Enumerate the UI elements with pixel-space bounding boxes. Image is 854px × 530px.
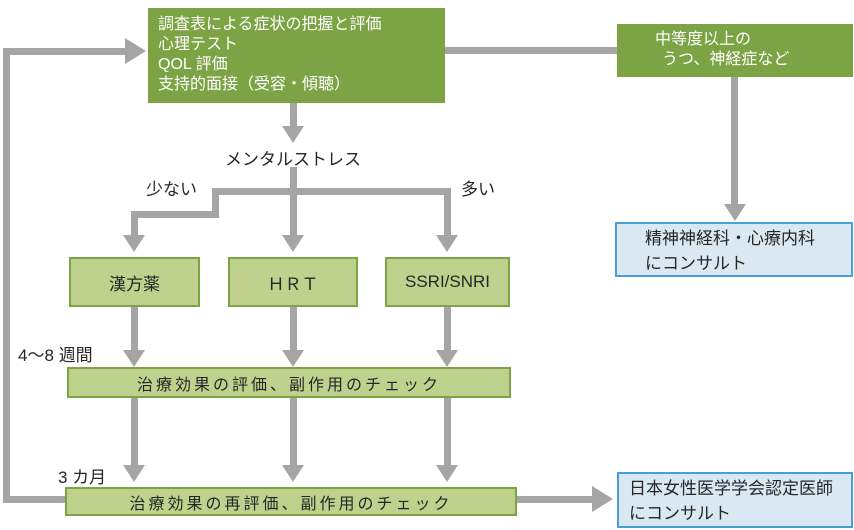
- certified-line-2: にコンサルト: [629, 504, 731, 523]
- assessment-line-3: QOL 評価: [158, 56, 228, 73]
- period-3-months-label: 3 カ月: [58, 468, 107, 487]
- arrow-kampo-to-eval-shaft: [131, 307, 138, 350]
- treatment-ssri-snri-label: SSRI/SNRI: [404, 272, 491, 291]
- arrow-eval-to-reeval-right-shaft: [444, 398, 451, 465]
- re-evaluation-box: 治療効果の再評価、副作用のチェック: [65, 487, 517, 516]
- branch-low-label: 少ない: [146, 180, 197, 199]
- branch-horizontal-main: [212, 188, 451, 195]
- mental-stress-label: メンタルストレス: [225, 150, 361, 169]
- branch-left-vertical-upper: [212, 188, 219, 218]
- assessment-box: 調査表による症状の把握と評価 心理テスト QOL 評価 支持的面接（受容・傾聴）: [148, 8, 445, 103]
- psychiatry-line-1: 精神神経科・心療内科: [645, 229, 815, 248]
- arrow-eval-to-reeval-center-shaft: [290, 398, 297, 465]
- evaluation-box: 治療効果の評価、副作用のチェック: [67, 367, 511, 398]
- treatment-hrt-label: ＨＲＴ: [267, 274, 319, 294]
- branch-center-vertical: [290, 167, 297, 235]
- arrow-moderate-to-psychiatry-head-icon: [724, 204, 746, 221]
- assessment-line-4: 支持的面接（受容・傾聴）: [158, 76, 351, 93]
- treatment-box-hrt: ＨＲＴ: [228, 257, 358, 307]
- psychiatry-consult-box: 精神神経科・心療内科 にコンサルト: [615, 222, 853, 277]
- moderate-line-1: 中等度以上の: [655, 31, 752, 48]
- arrow-eval-to-reeval-left-shaft: [131, 398, 138, 465]
- moderate-line-2: うつ、神経症など: [662, 51, 790, 68]
- certified-doctor-consult-box: 日本女性医学学会認定医師 にコンサルト: [617, 472, 853, 528]
- arrow-kampo-to-eval-head-icon: [123, 350, 145, 367]
- re-evaluation-box-label: 治療効果の再評価、副作用のチェック: [129, 495, 453, 513]
- assessment-line-1: 調査表による症状の把握と評価: [158, 16, 382, 33]
- branch-arrowhead-center-icon: [282, 235, 304, 252]
- arrow-eval-to-reeval-left-head-icon: [123, 465, 145, 482]
- branch-left-vertical-lower: [131, 211, 138, 235]
- evaluation-box-label: 治療効果の評価、副作用のチェック: [136, 376, 441, 394]
- arrow-hrt-to-eval-head-icon: [282, 350, 304, 367]
- branch-arrowhead-right-icon: [436, 235, 458, 252]
- branch-right-vertical: [444, 188, 451, 235]
- treatment-kampo-label: 漢方薬: [109, 274, 160, 294]
- arrow-assessment-to-stress-shaft: [290, 103, 297, 126]
- arrow-moderate-to-psychiatry-shaft: [731, 77, 738, 204]
- arrow-ssri-to-eval-head-icon: [436, 350, 458, 367]
- moderate-depression-box: 中等度以上の うつ、神経症など: [617, 24, 853, 77]
- branch-horizontal-left: [131, 211, 219, 218]
- assessment-line-2: 心理テスト: [158, 36, 239, 53]
- certified-line-1: 日本女性医学学会認定医師: [629, 479, 833, 498]
- treatment-box-kampo: 漢方薬: [69, 257, 200, 307]
- feedback-arrowhead-icon: [125, 38, 146, 64]
- treatment-box-ssri-snri: SSRI/SNRI: [385, 257, 510, 307]
- feedback-line-bottom-horizontal: [3, 496, 67, 503]
- branch-arrowhead-left-icon: [123, 235, 145, 252]
- period-4-8-weeks-label: 4～8 週間: [18, 346, 93, 365]
- arrow-reeval-to-certified-head-icon: [592, 486, 613, 512]
- psychiatry-line-2: にコンサルト: [645, 254, 747, 273]
- feedback-line-top-horizontal: [3, 48, 125, 55]
- arrow-ssri-to-eval-shaft: [444, 307, 451, 350]
- branch-high-label: 多い: [461, 180, 495, 199]
- arrow-hrt-to-eval-shaft: [290, 307, 297, 350]
- arrow-reeval-to-certified-shaft: [517, 496, 592, 503]
- arrow-eval-to-reeval-center-head-icon: [282, 465, 304, 482]
- connector-assessment-to-moderate: [445, 47, 617, 54]
- feedback-line-vertical: [3, 48, 10, 503]
- arrow-eval-to-reeval-right-head-icon: [436, 465, 458, 482]
- arrow-assessment-to-stress-head-icon: [282, 126, 304, 143]
